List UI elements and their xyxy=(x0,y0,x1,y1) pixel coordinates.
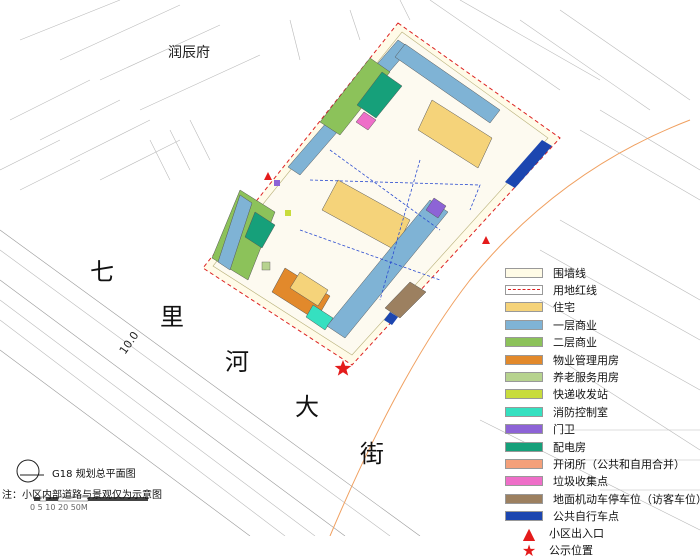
legend-item: 物业管理用房 xyxy=(505,351,695,368)
legend-label: 门卫 xyxy=(553,423,575,437)
scale-bar xyxy=(34,496,148,502)
road-char: 七 xyxy=(90,258,114,286)
building-footprints xyxy=(211,39,552,339)
road-name: 七 里 河 大 街 xyxy=(90,258,384,468)
legend-swatch xyxy=(505,493,543,504)
legend-symbol-item: ▲小区出入口 xyxy=(519,524,695,543)
drawing-title: G18 规划总平面图 xyxy=(52,469,136,480)
legend-label: 二层商业 xyxy=(553,336,597,350)
legend-item: 用地红线 xyxy=(505,281,695,298)
legend-label: 地面机动车停车位（访客车位） xyxy=(553,492,700,506)
title-marker xyxy=(16,459,44,483)
legend-item: 快递收发站 xyxy=(505,386,695,403)
legend-item: 围墙线 xyxy=(505,264,695,281)
drawing-note: 注：小区内部道路与景观仅为示意图 xyxy=(2,490,162,501)
legend-item: 养老服务用房 xyxy=(505,368,695,385)
north-label: 润辰府 xyxy=(168,45,210,61)
star-icon: ★ xyxy=(521,540,537,560)
legend-item: 住宅 xyxy=(505,299,695,316)
legend-swatch xyxy=(505,389,543,400)
internal-roads xyxy=(299,149,481,301)
background-linework xyxy=(0,0,700,536)
legend-item: 配电房 xyxy=(505,438,695,455)
road-char: 街 xyxy=(360,440,384,468)
legend-swatch xyxy=(505,354,543,365)
legend-item: 一层商业 xyxy=(505,316,695,333)
legend-swatch xyxy=(505,285,543,296)
legend-label: 一层商业 xyxy=(553,318,597,332)
legend-label: 公示位置 xyxy=(549,544,593,558)
notice-star-icon xyxy=(334,360,352,376)
legend-label: 围墙线 xyxy=(553,266,586,280)
legend-label: 物业管理用房 xyxy=(553,353,619,367)
road-width-label: 10.0 xyxy=(117,329,142,357)
legend: 围墙线用地红线住宅一层商业二层商业物业管理用房养老服务用房快递收发站消防控制室门… xyxy=(505,264,700,560)
legend-item: 公共自行车点 xyxy=(505,507,695,524)
legend-swatch xyxy=(505,267,543,278)
legend-item: 开闭所（公共和自用合并） xyxy=(505,455,695,472)
legend-item: 消防控制室 xyxy=(505,403,695,420)
legend-swatch xyxy=(505,406,543,417)
legend-label: 小区出入口 xyxy=(549,527,604,541)
legend-swatch xyxy=(505,337,543,348)
legend-item: 垃圾收集点 xyxy=(505,473,695,490)
legend-label: 快递收发站 xyxy=(553,388,608,402)
legend-label: 养老服务用房 xyxy=(553,371,619,385)
entrance-icon xyxy=(264,172,272,180)
legend-swatch xyxy=(505,441,543,452)
site-plan-map: 润辰府 七 里 河 大 街 10.0 xyxy=(0,0,700,536)
legend-swatch xyxy=(505,458,543,469)
legend-swatch xyxy=(505,424,543,435)
legend-item: 门卫 xyxy=(505,421,695,438)
legend-label: 住宅 xyxy=(553,301,575,315)
legend-swatch xyxy=(505,302,543,313)
entrance-markers xyxy=(264,172,490,244)
scale-label: 0 5 10 20 50M xyxy=(30,503,88,512)
legend-label: 开闭所（公共和自用合并） xyxy=(553,457,685,471)
legend-symbol-item: ★ 公示位置 xyxy=(519,540,695,560)
road-char: 大 xyxy=(295,393,319,421)
entrance-icon xyxy=(482,236,490,244)
legend-label: 公共自行车点 xyxy=(553,510,619,524)
legend-swatch xyxy=(505,319,543,330)
legend-swatch xyxy=(505,372,543,383)
legend-label: 垃圾收集点 xyxy=(553,475,608,489)
road-char: 河 xyxy=(225,348,249,376)
legend-label: 用地红线 xyxy=(553,284,597,298)
legend-item: 二层商业 xyxy=(505,334,695,351)
legend-swatch xyxy=(505,511,543,522)
legend-item: 地面机动车停车位（访客车位） xyxy=(505,490,700,507)
legend-label: 配电房 xyxy=(553,440,586,454)
legend-swatch xyxy=(505,476,543,487)
road-char: 里 xyxy=(160,303,184,331)
legend-label: 消防控制室 xyxy=(553,405,608,419)
